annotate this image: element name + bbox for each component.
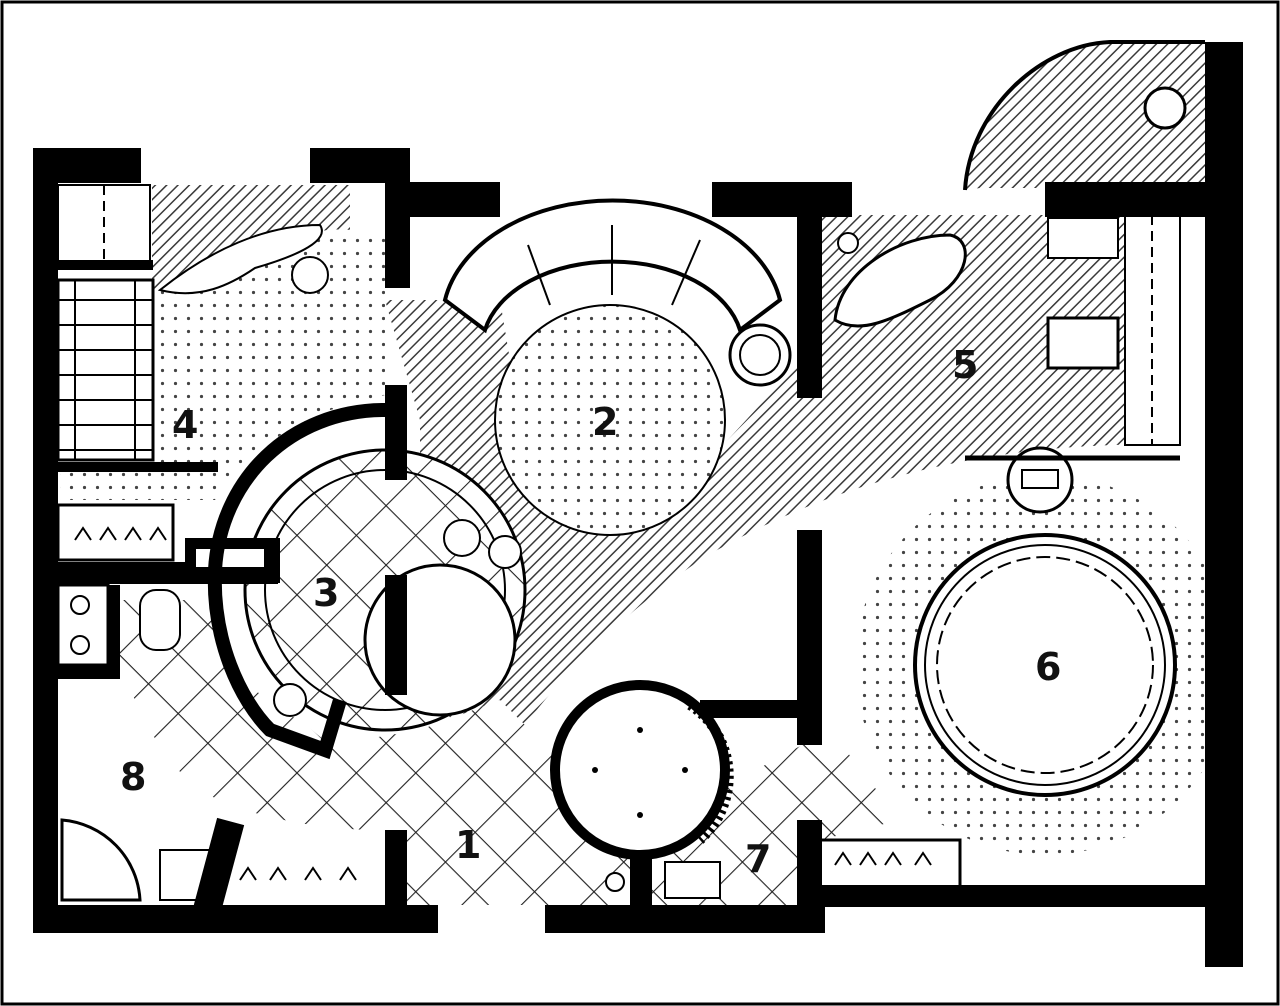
room-7-drain	[605, 872, 625, 892]
room-label-4: 4	[172, 403, 198, 447]
balcony-edge	[963, 40, 1205, 191]
room-8-hangers	[239, 866, 357, 881]
room-labels: 1 2 3 4 5 6 7 8	[120, 343, 1061, 881]
room-5-cabinet	[1046, 316, 1120, 370]
room-4-stool	[291, 256, 329, 294]
room-3-basin-1	[443, 519, 481, 557]
room-3-basin-2	[488, 535, 522, 569]
room-4-dotted-floor	[60, 229, 385, 500]
room-label-3: 3	[313, 571, 339, 615]
room-2-armchair	[728, 323, 792, 387]
room-2-dotted-rug	[494, 304, 726, 536]
room-4-dresser	[157, 223, 323, 295]
sofa-divider	[527, 244, 551, 306]
room-5-counter	[1047, 217, 1119, 259]
desk-hangers	[74, 526, 167, 541]
room-label-8: 8	[120, 755, 146, 799]
column-dot	[637, 727, 643, 733]
room-7-column	[550, 680, 730, 860]
room-6-bed-inner	[936, 556, 1154, 774]
room-2-armchair-inner	[739, 334, 781, 376]
hatched-floor-area	[385, 215, 1180, 760]
room-7-column-hatch	[687, 700, 734, 844]
balcony-planter	[1143, 86, 1187, 130]
room-label-1: 1	[455, 823, 481, 867]
wc-fixture-icon	[70, 635, 90, 655]
wardrobe-hangers	[834, 851, 932, 866]
room-5-basin	[837, 232, 859, 254]
room-6-wardrobe	[818, 838, 962, 892]
room-8-door-swing	[60, 818, 142, 902]
sofa-divider	[671, 239, 701, 306]
room-label-5: 5	[952, 343, 978, 387]
room-4-wardrobe	[56, 278, 155, 462]
room-label-7: 7	[745, 837, 771, 881]
room-2-curved-sofa	[442, 198, 783, 334]
column-dot	[592, 767, 598, 773]
wc-toilet	[139, 589, 181, 651]
room-6-bed-middle	[924, 544, 1166, 786]
column-dot	[682, 767, 688, 773]
room-3-toilet	[273, 683, 307, 717]
room-6-bed-outer	[913, 533, 1177, 797]
room-label-6: 6	[1035, 645, 1061, 689]
room-label-2: 2	[592, 400, 618, 444]
wc-fixture-icon	[70, 595, 90, 615]
room-4-wardrobe-grid	[58, 280, 153, 460]
window-sill	[194, 547, 266, 569]
room-5-bathtub	[833, 233, 967, 328]
room-3-curved-wall	[207, 403, 386, 760]
column-dot	[637, 812, 643, 818]
room-6-tv-screen	[1021, 469, 1059, 489]
walls	[33, 42, 1243, 967]
room-7-washer	[664, 861, 721, 899]
balcony-hatched	[965, 42, 1205, 190]
